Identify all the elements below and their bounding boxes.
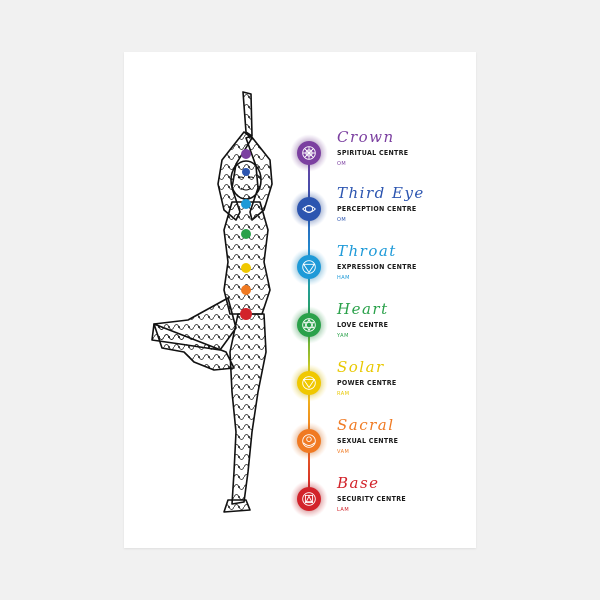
chakra-mantra: LAM [337, 507, 350, 513]
chakra-mantra: RAM [337, 391, 350, 397]
chakra-subtitle: LOVE CENTRE [337, 321, 389, 329]
chakra-item-sacral: Sacral SEXUAL CENTRE VAM [290, 416, 470, 476]
chakra-item-third-eye: Third Eye PERCEPTION CENTRE OM [290, 184, 470, 244]
chakra-mantra: VAM [337, 449, 350, 455]
chakra-item-crown: Crown SPIRITUAL CENTRE OM [290, 128, 470, 188]
throat-chakra-icon [297, 255, 321, 279]
chakra-mantra: HAM [337, 275, 350, 281]
sacral-chakra-icon [297, 429, 321, 453]
chakra-item-throat: Throat EXPRESSION CENTRE HAM [290, 242, 470, 302]
root-chakra-icon [297, 487, 321, 511]
chakra-subtitle: SECURITY CENTRE [337, 495, 406, 503]
chakra-item-heart: Heart LOVE CENTRE YAM [290, 300, 470, 360]
chakra-title: Sacral [337, 416, 395, 434]
chakra-mantra: OM [337, 217, 347, 223]
chakra-list: Crown SPIRITUAL CENTRE OM Third Eye PERC… [124, 52, 476, 548]
chakra-subtitle: EXPRESSION CENTRE [337, 263, 417, 271]
chakra-title: Solar [337, 358, 385, 376]
chakra-mantra: OM [337, 161, 347, 167]
yoga-figure-illustration [151, 91, 273, 513]
chakra-item-base: Base SECURITY CENTRE LAM [290, 474, 470, 534]
chakra-item-solar: Solar POWER CENTRE RAM [290, 358, 470, 418]
chakra-subtitle: SPIRITUAL CENTRE [337, 149, 409, 157]
chakra-subtitle: SEXUAL CENTRE [337, 437, 399, 445]
chakra-title: Crown [337, 128, 395, 146]
chakra-title: Heart [337, 300, 389, 318]
chakra-subtitle: POWER CENTRE [337, 379, 397, 387]
solar-plexus-chakra-icon [297, 371, 321, 395]
heart-chakra-icon [297, 313, 321, 337]
chakra-subtitle: PERCEPTION CENTRE [337, 205, 417, 213]
chakra-mantra: YAM [337, 333, 349, 339]
third-eye-chakra-icon [297, 197, 321, 221]
chakra-title: Base [337, 474, 380, 492]
crown-chakra-icon [297, 141, 321, 165]
chakra-title: Third Eye [337, 184, 425, 202]
chakra-title: Throat [337, 242, 397, 260]
poster-canvas: Crown SPIRITUAL CENTRE OM Third Eye PERC… [124, 52, 476, 548]
